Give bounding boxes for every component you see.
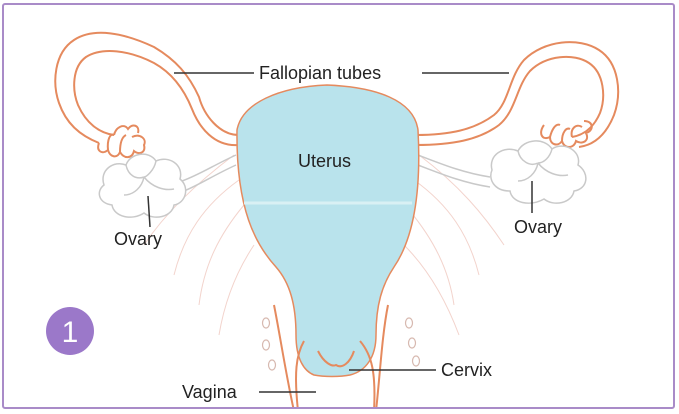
step-number-badge: 1	[46, 307, 94, 355]
fallopian-tube-left	[55, 33, 239, 157]
fallopian-tube-right	[416, 42, 618, 147]
label-ovary-left: Ovary	[114, 229, 162, 249]
label-fallopian-tubes: Fallopian tubes	[259, 63, 381, 83]
label-ovary-right: Ovary	[514, 217, 562, 237]
diagram-frame: Fallopian tubes Uterus Ovary Ovary Cervi…	[2, 3, 675, 409]
label-uterus: Uterus	[298, 151, 351, 171]
label-cervix: Cervix	[441, 360, 492, 380]
uterus	[237, 85, 419, 377]
ovary-left	[99, 154, 185, 217]
label-vagina: Vagina	[182, 382, 238, 402]
reproductive-system-diagram: Fallopian tubes Uterus Ovary Ovary Cervi…	[4, 5, 675, 409]
ovary-right	[491, 141, 586, 203]
step-number: 1	[62, 316, 79, 349]
